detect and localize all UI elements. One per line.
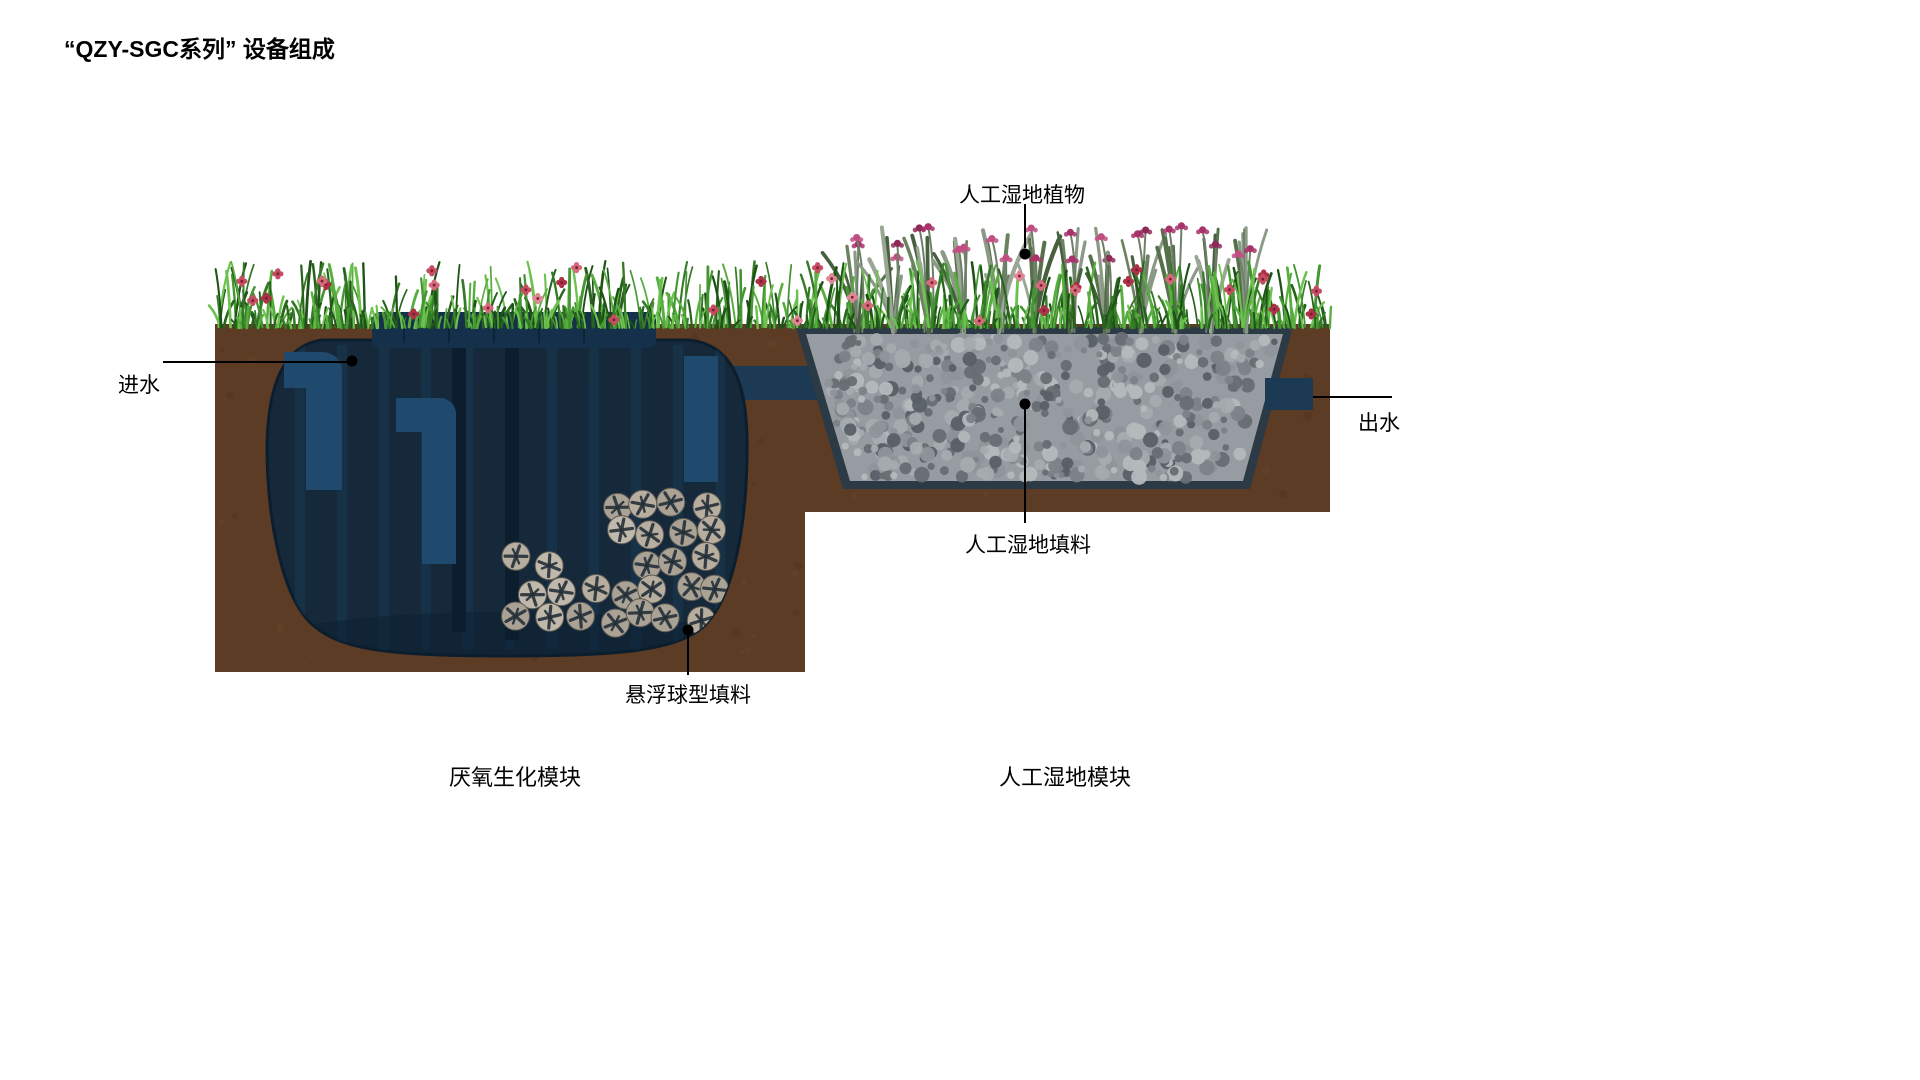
label-inlet: 进水	[118, 374, 160, 397]
label-floating-ball-media: 悬浮球型填料	[625, 684, 751, 707]
label-wetland-plants: 人工湿地植物	[959, 184, 1085, 207]
label-wetland-media: 人工湿地填料	[965, 534, 1091, 557]
label-wetland-module: 人工湿地模块	[998, 765, 1132, 790]
label-anaerobic-module: 厌氧生化模块	[448, 765, 582, 790]
label-outlet: 出水	[1358, 412, 1400, 435]
page-title: “QZY-SGC系列” 设备组成	[64, 36, 335, 62]
